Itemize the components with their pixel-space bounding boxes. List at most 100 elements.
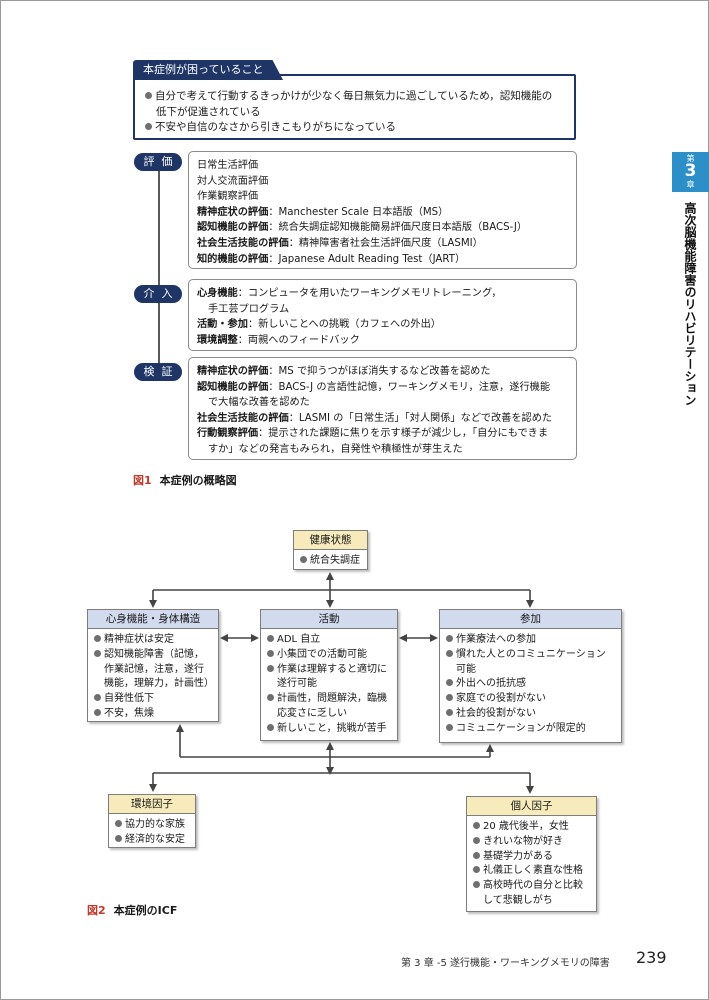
icf-participation-title: 参加 xyxy=(440,610,621,629)
icf-list-item: 応変さに乏しい xyxy=(267,707,391,722)
icf-list-item: 認知機能障害（記憶， xyxy=(94,648,212,663)
bullet-icon xyxy=(115,834,122,842)
flow-line-text: ：LASMI の「日常生活」「対人関係」などで改善を認めた xyxy=(288,412,553,424)
flow-line-text: ：両親へのフィードバック xyxy=(237,334,360,346)
evaluation-box: 日常生活評価対人交流面評価作業観察評価精神症状の評価：Manchester Sc… xyxy=(188,151,577,269)
icf-list-item: 作業は理解すると適切に xyxy=(267,663,391,678)
flow-line-text: 対人交流面評価 xyxy=(197,175,269,187)
flow-line-term: 行動観察評価 xyxy=(197,428,259,440)
icf-list-item: 機能，理解力，計画性） xyxy=(94,677,214,692)
icf-list-item: 自発性低下 xyxy=(94,692,212,707)
page-number: 239 xyxy=(636,948,667,967)
flow-line-term: 活動・参加 xyxy=(197,319,248,331)
icf-activity-list: ADL 自立小集団での活動可能作業は理解すると適切に遂行可能計画性，問題解決，臨… xyxy=(261,629,397,741)
flow-line-text: ：Japanese Adult Reading Test（JART） xyxy=(268,253,466,265)
icf-list-item-text: 協力的な家族 xyxy=(125,819,185,830)
icf-list-item: 礼儀正しく素直な性格 xyxy=(473,864,590,879)
icf-list-item-text: 家庭での役割がない xyxy=(456,693,546,705)
bullet-icon xyxy=(94,649,101,657)
icf-participation-list: 作業療法への参加慣れた人とのコミュニケーション可能外出への抵抗感家庭での役割がな… xyxy=(440,629,621,741)
icf-activity-box: 活動 ADL 自立小集団での活動可能作業は理解すると適切に遂行可能計画性，問題解… xyxy=(260,609,398,741)
bullet-icon xyxy=(145,123,152,130)
icf-list-item-text: 遂行可能 xyxy=(277,678,317,690)
icf-list-item: 作業療法への参加 xyxy=(446,633,615,648)
icf-list-item: 協力的な家族 xyxy=(115,818,189,833)
icf-list-item: 慣れた人とのコミュニケーション xyxy=(446,648,615,663)
flow-line-item: 日常生活評価 xyxy=(197,158,568,174)
flow-line-item: 精神症状の評価：MS で抑うつがほぼ消失するなど改善を認めた xyxy=(197,364,568,380)
flow-line-item: 行動観察評価：提示された課題に焦りを示す様子が減少し，「自分にもできま xyxy=(197,426,568,442)
flow-line-item: 手工芸プログラム xyxy=(197,302,568,318)
icf-list-item: 20 歳代後半，女性 xyxy=(473,820,590,835)
flow-line-term: 認知機能の評価 xyxy=(197,381,269,393)
flow-line-item: で大幅な改善を認めた xyxy=(197,395,568,411)
icf-list-item: ADL 自立 xyxy=(267,633,391,648)
bullet-icon xyxy=(94,708,101,716)
icf-list-item-text: 作業療法への参加 xyxy=(456,634,536,645)
icf-list-item-text: ADL 自立 xyxy=(277,634,321,645)
flow-line-item: すか」などの発言もみられ，自発性や積極性が芽生えた xyxy=(197,442,568,458)
bullet-icon xyxy=(267,723,274,731)
bullet-icon xyxy=(473,836,480,844)
icf-list-item: 外出への抵抗感 xyxy=(446,677,615,692)
flow-line-text: すか」などの発言もみられ，自発性や積極性が芽生えた xyxy=(208,443,463,455)
intervention-label: 介入 xyxy=(134,285,182,303)
verification-box: 精神症状の評価：MS で抑うつがほぼ消失するなど改善を認めた認知機能の評価：BA… xyxy=(188,357,577,460)
icf-list-item-text: 不安，焦燥 xyxy=(104,707,154,719)
icf-list-item-text: 作業は理解すると適切に xyxy=(277,663,387,675)
icf-list-item: 不安，焦燥 xyxy=(94,707,212,722)
flow-line-term: 精神症状の評価 xyxy=(197,366,269,377)
icf-list-item-text: 高校時代の自分と比較 xyxy=(483,880,583,892)
bullet-icon xyxy=(446,694,453,702)
icf-list-item-text: 小集団での活動可能 xyxy=(277,648,367,660)
icf-list-item: きれいな物が好き xyxy=(473,835,590,850)
icf-list-item: 高校時代の自分と比較 xyxy=(473,879,590,894)
problems-title: 本症例が困っていること xyxy=(133,60,283,80)
icf-list-item-text: 認知機能障害（記憶， xyxy=(104,648,204,660)
bullet-icon xyxy=(446,723,453,731)
flow-line-text: ：提示された課題に焦りを示す様子が減少し，「自分にもできま xyxy=(258,428,549,440)
icf-environment-title: 環境因子 xyxy=(109,795,195,814)
flow-line-item: 知的機能の評価：Japanese Adult Reading Test（JART… xyxy=(197,252,568,268)
icf-list-item: 家庭での役割がない xyxy=(446,692,615,707)
flow-line-text: ：コンピュータを用いたワーキングメモリトレーニング， xyxy=(237,288,502,299)
icf-list-item: 計画性，問題解決，臨機 xyxy=(267,692,391,707)
icf-list-item-text: 作業記憶，注意，遂行 xyxy=(104,663,204,675)
footer-chapter: 第 3 章 -5 遂行機能・ワーキングメモリの障害 xyxy=(401,958,610,969)
bullet-icon xyxy=(473,851,480,859)
intervention-box: 心身機能：コンピュータを用いたワーキングメモリトレーニング，手工芸プログラム活動… xyxy=(188,279,577,351)
icf-list-item-text: 外出への抵抗感 xyxy=(456,678,526,690)
bullet-icon xyxy=(446,649,453,657)
icf-list-item-text: 礼儀正しく素直な性格 xyxy=(483,865,583,877)
icf-list-item: 精神症状は安定 xyxy=(94,633,212,648)
icf-list-item: 基礎学力がある xyxy=(473,850,590,865)
icf-health-title: 健康状態 xyxy=(294,531,367,550)
icf-list-item-text: 応変さに乏しい xyxy=(277,707,347,719)
flow-line xyxy=(158,170,160,366)
bullet-icon xyxy=(145,92,152,99)
icf-list-item: 遂行可能 xyxy=(267,677,391,692)
evaluation-label: 評価 xyxy=(134,153,182,171)
flow-line-text: ：Manchester Scale 日本語版（MS） xyxy=(268,206,449,218)
icf-list-item: 作業記憶，注意，遂行 xyxy=(94,663,212,678)
chapter-tab: 第 3 章 xyxy=(672,152,709,192)
flow-line-item: 対人交流面評価 xyxy=(197,174,568,190)
icf-body-list: 精神症状は安定認知機能障害（記憶， 作業記憶，注意，遂行機能，理解力，計画性）自発… xyxy=(88,629,218,726)
flow-line-item: 認知機能の評価：統合失調症認知機能簡易評価尺度日本語版（BACS-J） xyxy=(197,220,568,236)
icf-list-item-text: 20 歳代後半，女性 xyxy=(483,821,569,832)
flow-line-term: 社会生活技能の評価 xyxy=(197,412,289,424)
icf-health-item: 統合失調症 xyxy=(294,550,367,573)
flow-line-text: ：統合失調症認知機能簡易評価尺度日本語版（BACS-J） xyxy=(268,222,528,234)
flow-line-item: 環境調整：両親へのフィードバック xyxy=(197,333,568,349)
flow-line-item: 精神症状の評価：Manchester Scale 日本語版（MS） xyxy=(197,205,568,221)
icf-list-item: 社会的役割がない xyxy=(446,707,615,722)
problem-item-2: 不安や自信のなさから引きこもりがちになっている xyxy=(145,120,570,136)
icf-body-box: 心身機能・身体構造 精神症状は安定認知機能障害（記憶，作業記憶，注意，遂行機能，… xyxy=(87,609,219,722)
flow-line-text: で大幅な改善を認めた xyxy=(208,397,310,409)
flow-line-term: 精神症状の評価 xyxy=(197,206,269,218)
verification-label: 検証 xyxy=(134,363,182,381)
problems-box: 自分で考えて行動するきっかけが少なく毎日無気力に過ごしているため，認知機能の 低… xyxy=(133,74,576,140)
flow-line-term: 認知機能の評価 xyxy=(197,222,269,234)
chapter-tab-number: 3 xyxy=(684,161,697,181)
